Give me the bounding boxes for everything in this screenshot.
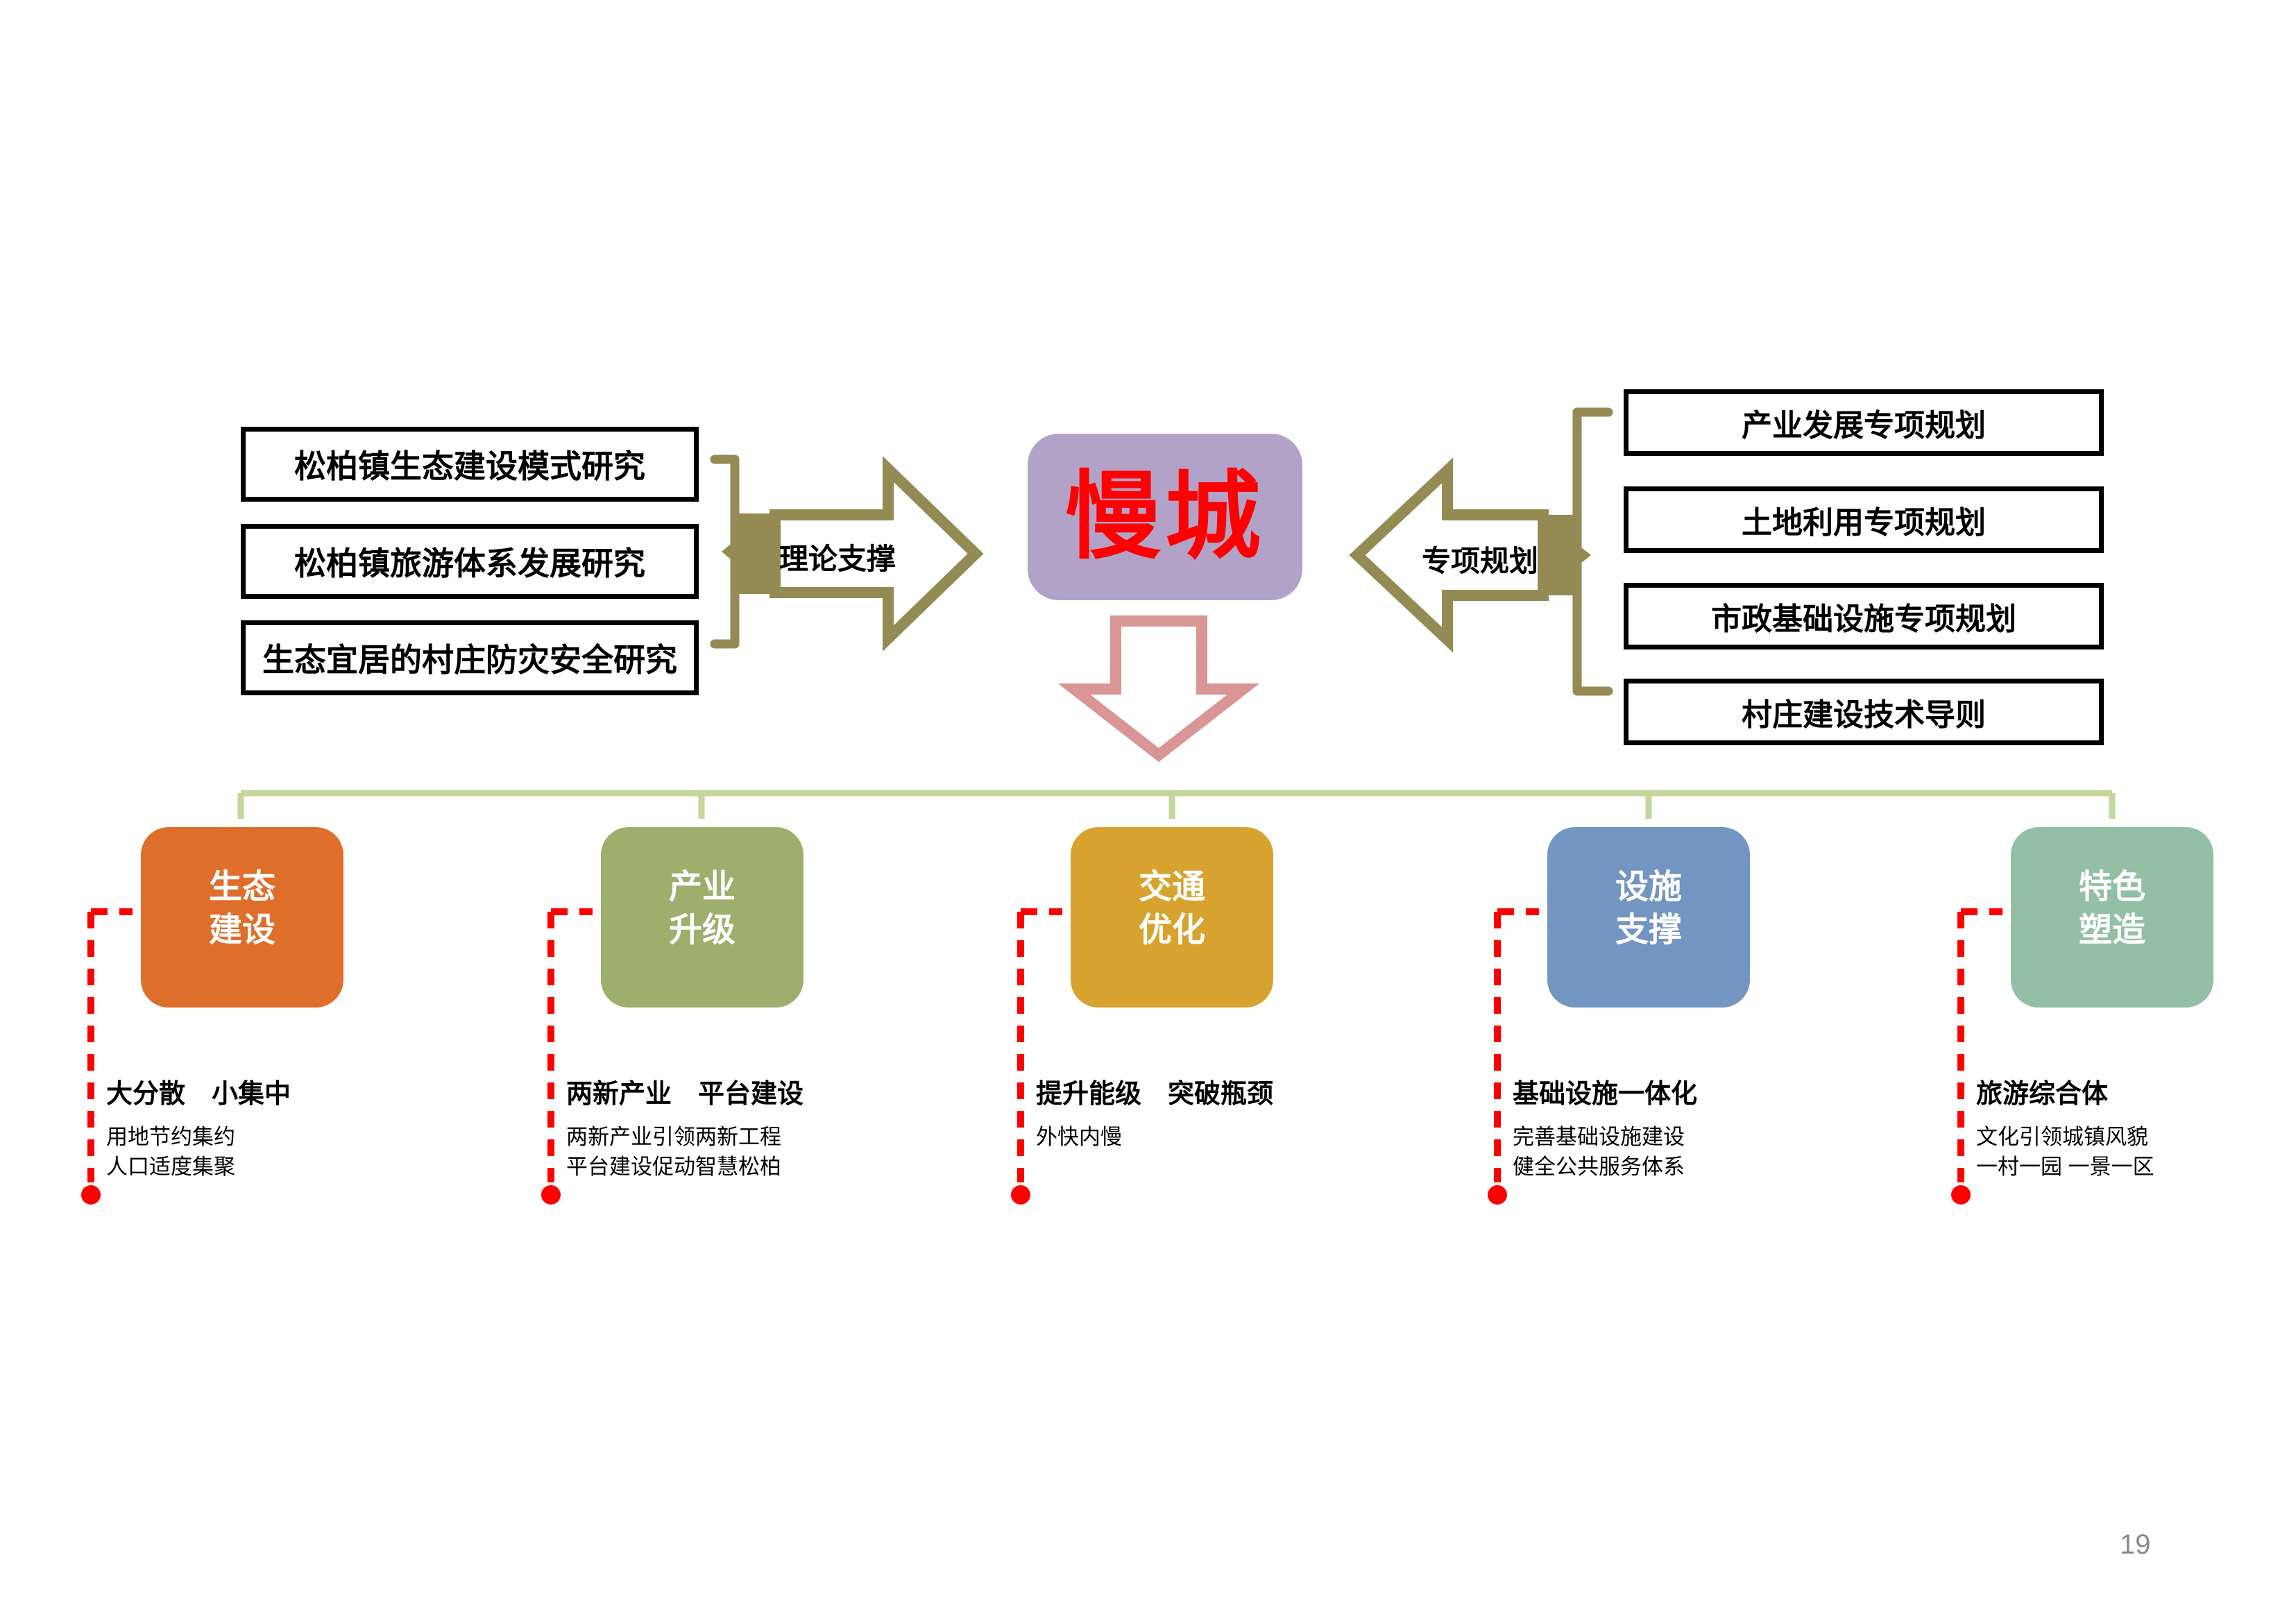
center-concept-label: 慢城 bbox=[1064, 464, 1265, 570]
strategy-note-heading: 提升能级 突破瓶颈 bbox=[1036, 1080, 1274, 1109]
strategy-dashed-connector-2 bbox=[541, 908, 593, 1205]
dashed-line bbox=[1494, 908, 1539, 1182]
strategy-note-character: 旅游综合体 文化引领城镇风貌 一村一园 一景一区 bbox=[1976, 1072, 2154, 1182]
strategy-dashed-connector-5 bbox=[1951, 908, 2002, 1205]
strategy-note-line: 健全公共服务体系 bbox=[1513, 1155, 1685, 1179]
strategy-note-facility: 基础设施一体化 完善基础设施建设 健全公共服务体系 bbox=[1513, 1072, 1697, 1182]
strategy-note-heading: 旅游综合体 bbox=[1976, 1080, 2109, 1109]
plan-box-municipal-infra: 市政基础设施专项规划 bbox=[1624, 583, 2104, 649]
strategy-box-ecology-construction: 生态 建设 bbox=[141, 827, 343, 1008]
strategy-title-line: 交通 bbox=[1138, 869, 1205, 906]
right-bracket bbox=[1543, 407, 1613, 696]
strategy-note-line: 两新产业引领两新工程 bbox=[566, 1125, 781, 1149]
end-dot bbox=[1488, 1185, 1507, 1205]
end-dot bbox=[1951, 1185, 1971, 1205]
plan-box-label: 土地利用专项规划 bbox=[1742, 506, 1986, 540]
plan-box-industry: 产业发展专项规划 bbox=[1624, 389, 2104, 456]
dashed-line bbox=[1017, 908, 1062, 1182]
plan-box-village-guideline: 村庄建设技术导则 bbox=[1624, 679, 2104, 745]
strategy-note-industry: 两新产业 平台建设 两新产业引领两新工程 平台建设促动智慧松柏 bbox=[566, 1072, 803, 1182]
end-dot bbox=[81, 1185, 101, 1205]
study-box-label: 松柏镇生态建设模式研究 bbox=[294, 448, 645, 484]
plan-box-label: 产业发展专项规划 bbox=[1742, 409, 1986, 443]
strategy-dashed-connector-4 bbox=[1488, 908, 1539, 1205]
strategy-title-line: 建设 bbox=[208, 912, 275, 949]
study-box-village-safety: 生态宜居的村庄防灾安全研究 bbox=[241, 620, 699, 695]
strategy-note-heading: 两新产业 平台建设 bbox=[566, 1080, 804, 1109]
strategy-note-traffic: 提升能级 突破瓶颈 外快内慢 bbox=[1036, 1072, 1273, 1152]
strategy-title-line: 塑造 bbox=[2078, 912, 2145, 949]
strategy-dashed-connector-1 bbox=[81, 908, 133, 1205]
strategy-note-line: 平台建设促动智慧松柏 bbox=[566, 1155, 781, 1179]
end-dot bbox=[541, 1185, 561, 1205]
strategy-note-line: 用地节约集约 bbox=[106, 1125, 235, 1149]
strategy-title-line: 产业 bbox=[668, 869, 735, 906]
left-bracket-joint bbox=[738, 513, 775, 594]
theory-arrow-label: 理论支撑 bbox=[779, 543, 896, 575]
right-bracket-tick bbox=[1577, 544, 1591, 566]
strategy-dashed-connector-3 bbox=[1011, 908, 1062, 1205]
dashed-line bbox=[547, 908, 593, 1182]
strategy-note-line: 人口适度集聚 bbox=[106, 1155, 235, 1179]
plan-box-label: 市政基础设施专项规划 bbox=[1711, 602, 2016, 636]
down-arrow-shape bbox=[1057, 615, 1260, 763]
strategy-note-line: 文化引领城镇风貌 bbox=[1976, 1125, 2148, 1149]
study-box-label: 松柏镇旅游体系发展研究 bbox=[294, 545, 645, 581]
strategy-title-line: 生态 bbox=[208, 869, 275, 906]
theory-arrow-shape bbox=[769, 456, 984, 652]
strategy-note-ecology: 大分散 小集中 用地节约集约 人口适度集聚 bbox=[106, 1072, 291, 1182]
page-number: 19 bbox=[2120, 1529, 2151, 1560]
study-box-label: 生态宜居的村庄防灾安全研究 bbox=[262, 642, 677, 678]
strategy-box-traffic-optimization: 交通 优化 bbox=[1071, 827, 1273, 1008]
dashed-line bbox=[87, 908, 133, 1182]
study-box-ecology-model: 松柏镇生态建设模式研究 bbox=[241, 427, 699, 502]
strategy-box-facility-support: 设施 支撑 bbox=[1547, 827, 1750, 1008]
strategy-box-character-shaping: 特色 塑造 bbox=[2011, 827, 2213, 1008]
plans-arrow-label: 专项规划 bbox=[1421, 545, 1538, 577]
center-concept-box: 慢城 bbox=[1028, 434, 1302, 600]
end-dot bbox=[1011, 1185, 1030, 1205]
strategy-note-line: 完善基础设施建设 bbox=[1513, 1125, 1685, 1149]
plan-box-land-use: 土地利用专项规划 bbox=[1624, 486, 2104, 553]
strategy-title-line: 特色 bbox=[2078, 869, 2145, 906]
study-box-tourism-system: 松柏镇旅游体系发展研究 bbox=[241, 524, 699, 599]
strategy-title-line: 支撑 bbox=[1615, 912, 1682, 949]
strategy-title-line: 设施 bbox=[1615, 869, 1682, 906]
dashed-line bbox=[1957, 908, 2002, 1182]
strategy-connector-line bbox=[237, 790, 2116, 819]
strategy-box-industry-upgrade: 产业 升级 bbox=[601, 827, 803, 1008]
strategy-note-line: 一村一园 一景一区 bbox=[1976, 1155, 2154, 1179]
plans-arrow-shape bbox=[1349, 457, 1549, 653]
strategy-title-line: 优化 bbox=[1138, 912, 1205, 949]
right-bracket-joint bbox=[1543, 515, 1579, 595]
strategy-note-heading: 大分散 小集中 bbox=[106, 1080, 291, 1109]
left-bracket-tick bbox=[722, 541, 735, 563]
left-bracket bbox=[710, 454, 775, 649]
strategy-note-line: 外快内慢 bbox=[1036, 1125, 1122, 1149]
strategy-title-line: 升级 bbox=[668, 912, 735, 949]
plan-box-label: 村庄建设技术导则 bbox=[1742, 698, 1986, 732]
strategy-note-heading: 基础设施一体化 bbox=[1513, 1080, 1698, 1109]
